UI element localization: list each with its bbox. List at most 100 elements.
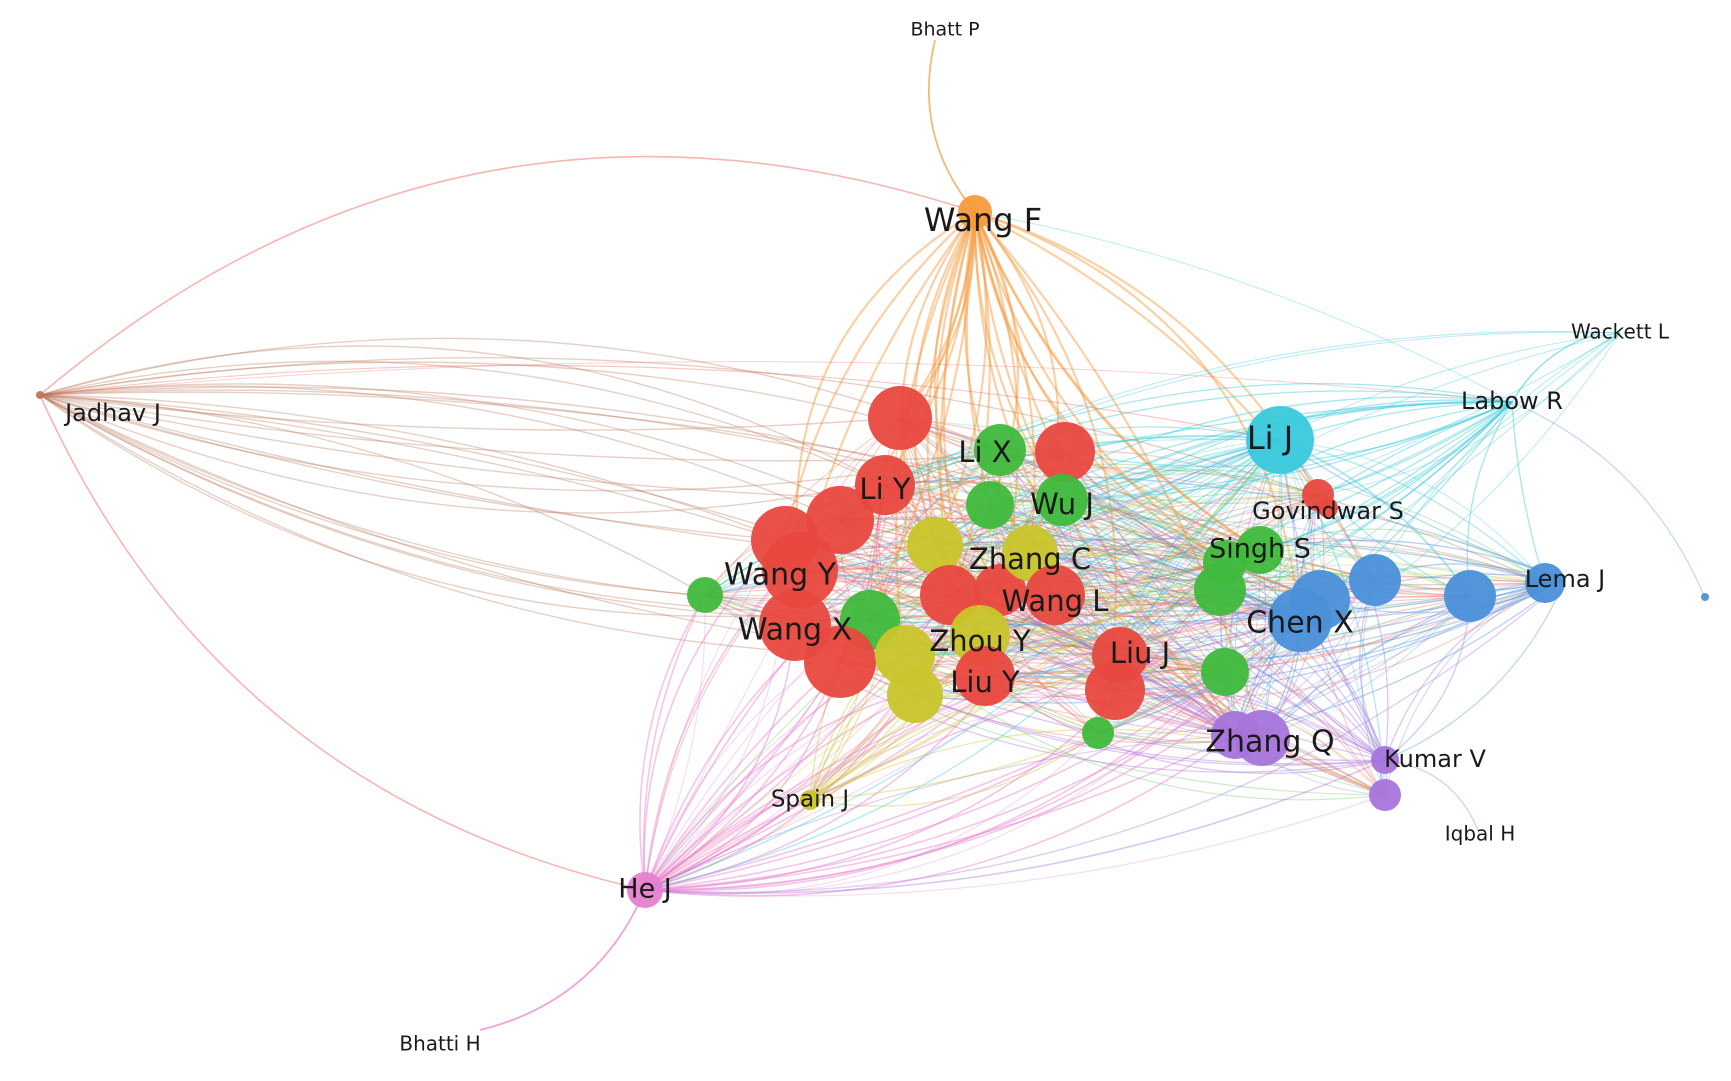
node-zhang-q[interactable] xyxy=(1211,711,1259,759)
hub-edge xyxy=(39,394,786,541)
hub-edge xyxy=(795,211,976,571)
node-bubble[interactable] xyxy=(1203,540,1247,584)
hub-edge xyxy=(884,382,1513,486)
node-li-y[interactable] xyxy=(855,455,915,515)
hub-edge xyxy=(643,539,786,891)
hub-edge xyxy=(644,624,796,891)
node-bubble[interactable] xyxy=(806,486,874,554)
hub-edge xyxy=(794,401,1513,626)
core-edge xyxy=(1224,494,1319,673)
node-wang-y[interactable] xyxy=(762,532,838,608)
core-edge xyxy=(644,561,1226,891)
core-edge xyxy=(839,582,1546,684)
core-edge xyxy=(1119,595,1471,668)
core-edge xyxy=(644,689,1116,891)
node-bubble[interactable] xyxy=(1201,648,1249,696)
hub-edge xyxy=(644,599,1321,891)
core-edge xyxy=(799,567,1546,584)
core-edge xyxy=(984,617,1301,677)
node-bubble[interactable] xyxy=(974,564,1026,616)
core-edge xyxy=(1064,451,1301,621)
node-wang-x[interactable] xyxy=(759,589,831,661)
core-edge xyxy=(799,538,1376,581)
node-li-j[interactable] xyxy=(1246,406,1314,474)
core-edge xyxy=(914,691,1236,736)
node-wu-j[interactable] xyxy=(1036,474,1088,526)
node-bubble[interactable] xyxy=(1525,563,1565,603)
node-jadhav-j[interactable] xyxy=(36,391,44,399)
node-liu-y[interactable] xyxy=(955,646,1015,706)
hub-edge xyxy=(984,670,1386,761)
hub-edge xyxy=(39,389,1321,601)
core-edge xyxy=(899,417,1319,496)
hub-edge xyxy=(989,504,1301,621)
label-zhang-c: Zhang C xyxy=(969,542,1091,576)
pendant-edge xyxy=(927,39,976,213)
node-he-j[interactable] xyxy=(627,872,663,908)
node-zhang-c[interactable] xyxy=(1002,525,1058,581)
node-bubble[interactable] xyxy=(1444,570,1496,622)
core-edge xyxy=(839,517,1376,581)
label-chen-x: Chen X xyxy=(1246,606,1354,641)
node-bubble[interactable] xyxy=(868,386,932,450)
hub-edge xyxy=(644,734,1236,897)
node-wang-l[interactable] xyxy=(1025,565,1085,625)
node-chen-x[interactable] xyxy=(1268,588,1332,652)
core-edge xyxy=(884,439,1281,494)
node-singh-s[interactable] xyxy=(1236,526,1284,574)
hub-edge xyxy=(1054,332,1621,596)
core-edge xyxy=(644,594,706,891)
node-wang-f[interactable] xyxy=(958,195,992,229)
hub-edge xyxy=(39,345,886,486)
node-bubble[interactable] xyxy=(907,517,963,573)
hub-edge xyxy=(1029,552,1301,621)
hub-edge xyxy=(39,394,1066,462)
node-spain-j[interactable] xyxy=(800,790,820,810)
hub-edge xyxy=(639,594,706,891)
label-bhatt-p: Bhatt P xyxy=(910,19,979,41)
node-li-x[interactable] xyxy=(974,424,1026,476)
node-liu-j[interactable] xyxy=(1092,627,1148,683)
core-edge xyxy=(1054,594,1236,736)
core-edge xyxy=(869,451,1066,621)
core-edge xyxy=(904,589,1221,656)
node-kumar-v[interactable] xyxy=(1371,746,1399,774)
hub-edge xyxy=(809,439,1281,801)
node-bubble[interactable] xyxy=(1082,717,1114,749)
hub-edge xyxy=(644,579,1376,891)
hub-edge xyxy=(1219,589,1386,761)
hub-edge xyxy=(974,210,1302,621)
node-bubble[interactable] xyxy=(1369,779,1401,811)
node-bubble[interactable] xyxy=(687,577,723,613)
node-bubble[interactable] xyxy=(966,481,1014,529)
hub-edge xyxy=(1279,439,1386,796)
hub-edge xyxy=(973,211,1261,551)
outer-edge xyxy=(1511,401,1706,599)
hub-edge xyxy=(884,475,1566,581)
core-edge xyxy=(644,732,1099,895)
core-edge xyxy=(839,519,1226,673)
hub-edge xyxy=(644,661,841,891)
core-edge xyxy=(1061,498,1321,601)
core-edge xyxy=(644,675,986,891)
hub-edge xyxy=(934,541,1301,621)
core-edge xyxy=(1029,552,1301,621)
hub-edge xyxy=(809,439,1281,801)
core-edge xyxy=(1054,589,1471,597)
hub-edge xyxy=(39,386,1321,601)
core-edge xyxy=(979,589,1221,636)
hub-edge xyxy=(1054,332,1621,596)
node-bubble[interactable] xyxy=(887,667,943,723)
label-li-y: Li Y xyxy=(859,472,910,506)
node-bubble[interactable] xyxy=(1035,422,1095,482)
hub-edge xyxy=(799,401,1513,584)
pendant-edge xyxy=(1511,332,1601,403)
hub-edge xyxy=(1234,332,1621,736)
node-bubble[interactable] xyxy=(1701,593,1709,601)
node-govindwar-s[interactable] xyxy=(1318,498,1338,518)
core-edge xyxy=(934,494,1319,546)
label-liu-j: Liu J xyxy=(1110,636,1170,670)
node-bubble[interactable] xyxy=(1349,554,1401,606)
